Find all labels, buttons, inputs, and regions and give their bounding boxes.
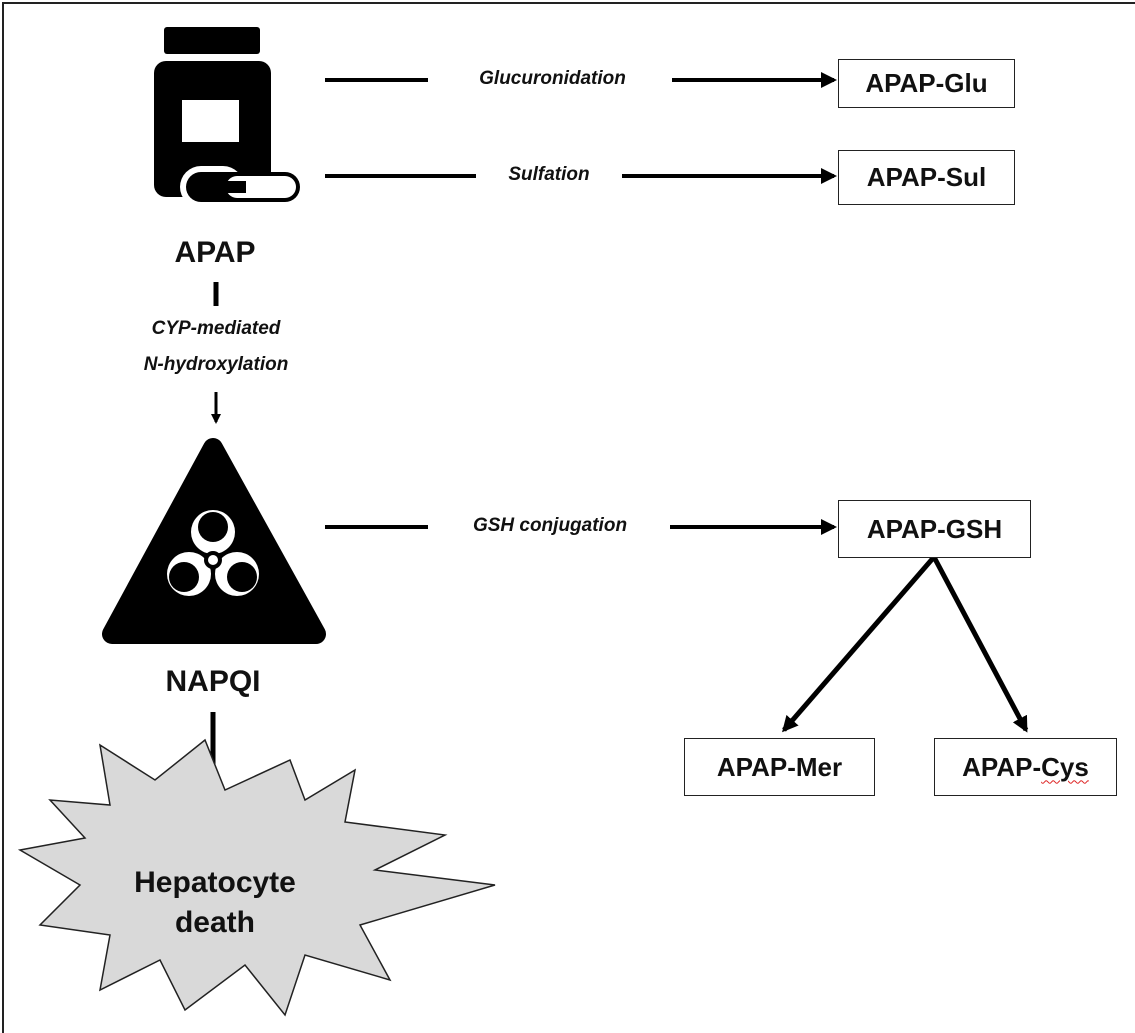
apap-cys-box: APAP-Cys xyxy=(934,738,1117,796)
apap-gsh-box: APAP-GSH xyxy=(838,500,1031,558)
hepatocyte-death-line1: Hepatocyte xyxy=(134,866,296,899)
hepatocyte-death-burst xyxy=(17,738,496,1017)
pill-bottle-icon xyxy=(154,27,300,208)
cyp-label-line1: CYP-mediated xyxy=(151,318,281,339)
gsh-to-cys-arrow xyxy=(931,555,1029,733)
biohazard-warning-icon xyxy=(102,438,326,644)
hepatocyte-death-line2: death xyxy=(174,906,255,939)
apap-cys-suffix: Cys xyxy=(1041,751,1089,782)
apap-glu-box: APAP-Glu xyxy=(838,59,1015,108)
glucuronidation-label: Glucuronidation xyxy=(479,68,626,89)
apap-sul-box: APAP-Sul xyxy=(838,150,1015,205)
napqi-label: NAPQI xyxy=(165,665,261,698)
gsh-conjugation-label: GSH conjugation xyxy=(472,515,628,536)
apap-cys-prefix: APAP- xyxy=(962,751,1042,782)
apap-label: APAP xyxy=(174,236,256,269)
apap-mer-box: APAP-Mer xyxy=(684,738,875,796)
sulfation-label: Sulfation xyxy=(508,164,590,185)
cyp-label-line2: N-hydroxylation xyxy=(143,354,289,375)
gsh-to-mer-arrow xyxy=(782,555,936,733)
